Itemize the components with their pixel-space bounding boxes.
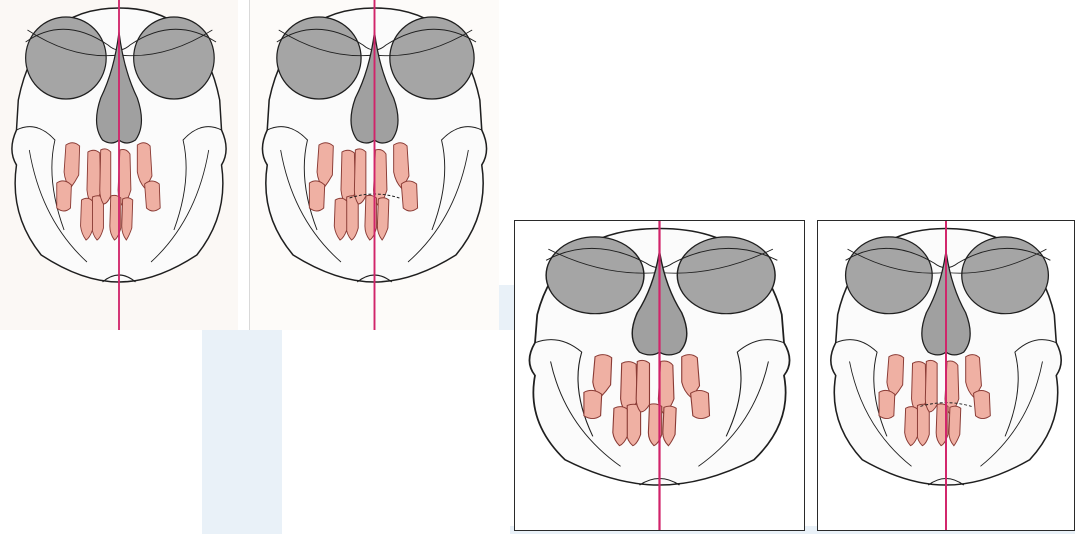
left-incisor-2 bbox=[626, 404, 640, 445]
right-premolar bbox=[145, 181, 161, 211]
skull-diagram-panel-3 bbox=[514, 220, 805, 531]
left-premolar bbox=[879, 390, 895, 418]
left-incisor-3 bbox=[334, 198, 346, 240]
left-premolar bbox=[309, 181, 324, 211]
left-incisor-3 bbox=[81, 198, 93, 240]
skull-diagram bbox=[818, 221, 1074, 530]
background-tint-block bbox=[202, 330, 282, 534]
left-incisor-2 bbox=[346, 196, 358, 240]
left-premolar bbox=[584, 390, 602, 418]
left-incisor-2 bbox=[916, 404, 929, 445]
skull-diagram bbox=[0, 0, 238, 330]
right-premolar bbox=[401, 181, 417, 211]
right-premolar bbox=[691, 390, 710, 418]
skull-diagram-panel-4 bbox=[817, 220, 1075, 531]
skull-diagram bbox=[250, 0, 499, 330]
left-incisor-2 bbox=[92, 196, 104, 240]
skull-diagram-panel-2 bbox=[249, 0, 499, 330]
skull-diagram-panel-1 bbox=[0, 0, 238, 330]
left-incisor-3 bbox=[613, 407, 627, 446]
left-central-pair bbox=[636, 360, 649, 412]
left-central-pair bbox=[100, 149, 111, 204]
left-incisor-3 bbox=[905, 407, 918, 446]
right-premolar bbox=[974, 390, 991, 418]
left-premolar bbox=[57, 181, 72, 211]
skull-diagram bbox=[515, 221, 804, 530]
